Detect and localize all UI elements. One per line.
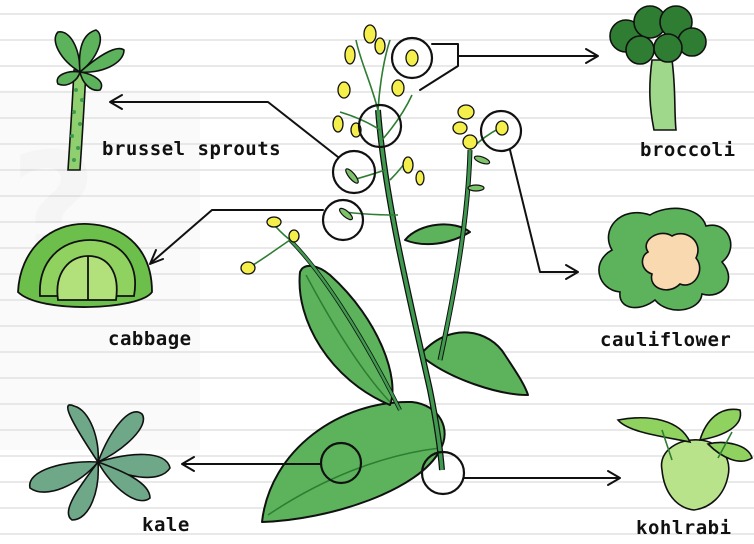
label-kohlrabi: kohlrabi: [636, 517, 732, 539]
label-cauliflower: cauliflower: [600, 329, 731, 351]
label-broccoli: broccoli: [640, 139, 736, 161]
right-leaf: [420, 332, 528, 395]
kohlrabi-illustration: [618, 409, 752, 510]
middle-leaf: [300, 266, 393, 405]
broccoli-illustration: [610, 6, 706, 130]
label-cabbage: cabbage: [108, 328, 192, 350]
label-kale: kale: [142, 514, 190, 536]
arrow-cauliflower: [510, 150, 576, 272]
arrow-broccoli: [420, 44, 596, 90]
circle-axillary-bud: [333, 151, 375, 193]
label-brussel-sprouts: brussel sprouts: [102, 138, 281, 160]
circle-leaf-bud: [323, 200, 363, 240]
bottom-leaf: [262, 402, 445, 522]
cauliflower-illustration: [599, 208, 731, 310]
